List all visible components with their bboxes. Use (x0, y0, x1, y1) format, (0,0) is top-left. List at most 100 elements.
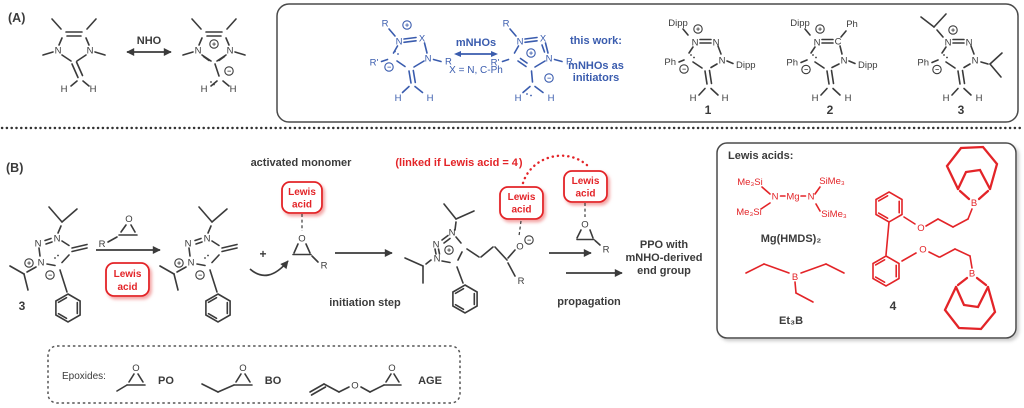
plus-sign: + (259, 247, 266, 261)
atom-h: H (812, 93, 819, 104)
atom-b: B (971, 198, 977, 209)
substituent-ph: Ph (917, 58, 929, 69)
substituent-dipp: Dipp (736, 60, 756, 71)
plus-charge: + (447, 248, 451, 255)
atom-b: B (969, 269, 975, 280)
substituent-r: R (603, 245, 610, 256)
minus-charge: − (935, 67, 939, 74)
plus-charge: + (27, 261, 31, 268)
this-work-note: this work: mNHOs as initiators (568, 35, 624, 84)
lewis-acids-panel: Lewis acids: Me₃Si SiMe₃ N Mg N Me₃Si Si… (716, 142, 1017, 339)
substituent-ph: Ph (846, 19, 858, 30)
substituent-ph: Ph (664, 57, 676, 68)
structure-compound-3: N N N Ph H H + − 3 (917, 13, 1003, 117)
initiation-step-label: initiation step (329, 297, 401, 309)
ppo-line3: end group (637, 265, 691, 277)
ppo-product-label: PPO with mNHO-derived end group (625, 239, 702, 277)
atom-h: H (427, 93, 434, 104)
propagation-epoxide: O R (576, 220, 610, 256)
atom-n: N (808, 192, 815, 203)
structure-nho-zwitterion: N N H H + − (182, 18, 246, 95)
lewis-acid-label: acid (575, 189, 595, 200)
compound-3-number: 3 (958, 103, 965, 117)
age-label: AGE (418, 375, 442, 387)
atom-n: N (719, 56, 726, 67)
structure-mg-hmds: Me₃Si SiMe₃ N Mg N Me₃Si SiMe₃ (736, 176, 847, 220)
structure-mnho-right: N X N R R R' H H + − (491, 19, 573, 105)
substituent-r: R (445, 57, 452, 68)
atom-n: N (713, 38, 720, 49)
minus-charge: − (227, 69, 231, 76)
epoxides-title: Epoxides: (62, 371, 106, 382)
compound-3-number: 3 (19, 299, 26, 313)
atom-c: C (835, 37, 842, 48)
panel-a-label: (A) (8, 11, 25, 25)
structure-bo: O (201, 363, 253, 393)
atom-n: N (966, 38, 973, 49)
minus-charge: − (682, 67, 686, 74)
lewis-acids-box (716, 142, 1017, 339)
epoxides-box (47, 345, 461, 404)
plus-charge: + (696, 27, 700, 34)
substituent-r: R (382, 19, 389, 30)
x-definition: X = N, C-Ph (449, 65, 503, 76)
atom-h: H (201, 84, 208, 95)
minus-charge: − (48, 273, 52, 280)
atom-o: O (239, 363, 246, 374)
linked-note-prefix: (linked if Lewis acid = (395, 157, 508, 169)
substituent-r: R (518, 276, 525, 287)
linked-note-suffix: ) (519, 157, 523, 169)
atom-n: N (814, 38, 821, 49)
atom-n: N (772, 192, 779, 203)
atom-h: H (548, 93, 555, 104)
atom-n: N (38, 258, 45, 269)
atom-o: O (388, 363, 395, 374)
linked-note-number: 4 (512, 157, 519, 169)
atom-h: H (845, 93, 852, 104)
lewis-acid-box (105, 262, 150, 297)
atom-h: H (230, 84, 237, 95)
mnho-resonance-arrow: mNHOs X = N, C-Ph (449, 37, 503, 76)
atom-h: H (90, 84, 97, 95)
lewis-acid-box (563, 170, 608, 203)
substituent-r-prime: R' (491, 58, 500, 69)
plus-charge: + (818, 27, 822, 34)
atom-x: X (540, 34, 547, 45)
tagline-line1: mNHOs as (568, 60, 624, 72)
et3b-label: Et₃B (779, 315, 803, 327)
minus-charge: − (387, 65, 391, 72)
epoxide-reagent: O R (99, 214, 138, 250)
atom-n: N (227, 46, 234, 57)
mnho-arrow-label: mNHOs (456, 37, 496, 49)
minus-charge: − (547, 76, 551, 83)
atom-n: N (425, 54, 432, 65)
ppo-line1: PPO with (640, 239, 689, 251)
propagation-label: propagation (557, 296, 621, 308)
atom-o-alkoxide: O (516, 242, 523, 253)
atom-o: O (125, 214, 132, 225)
structure-age: O O (309, 363, 402, 396)
lewis-acid-box-2: Lewis acid (281, 181, 323, 214)
substituent-ph: Ph (786, 58, 798, 69)
lewis-acid-box (281, 181, 323, 214)
atom-n: N (517, 37, 524, 48)
structure-compound-1: N N N Dipp Dipp Ph H H + − 1 (664, 18, 755, 117)
atom-n: N (433, 240, 440, 251)
nho-arrow-label: NHO (137, 35, 162, 47)
lewis-acid-box-4: Lewis acid (563, 170, 608, 203)
substituent-r: R (566, 57, 573, 68)
atom-n: N (396, 37, 403, 48)
compound-1-number: 1 (705, 103, 712, 117)
atom-n: N (204, 234, 211, 245)
substituent-sime3: SiMe₃ (819, 176, 845, 187)
plus-charge: + (951, 28, 955, 35)
structure-initiated-product: N N N + O − R (404, 203, 534, 314)
structure-compound-3-start: N N N + − 3 (9, 206, 88, 323)
mg-hmds-label: Mg(HMDS)₂ (761, 233, 822, 245)
atom-n: N (87, 46, 94, 57)
minus-charge: − (527, 238, 531, 245)
panel-b: (B) N N N + − 3 (6, 154, 703, 323)
atom-n: N (692, 38, 699, 49)
lewis-acid-label: Lewis (288, 187, 316, 198)
